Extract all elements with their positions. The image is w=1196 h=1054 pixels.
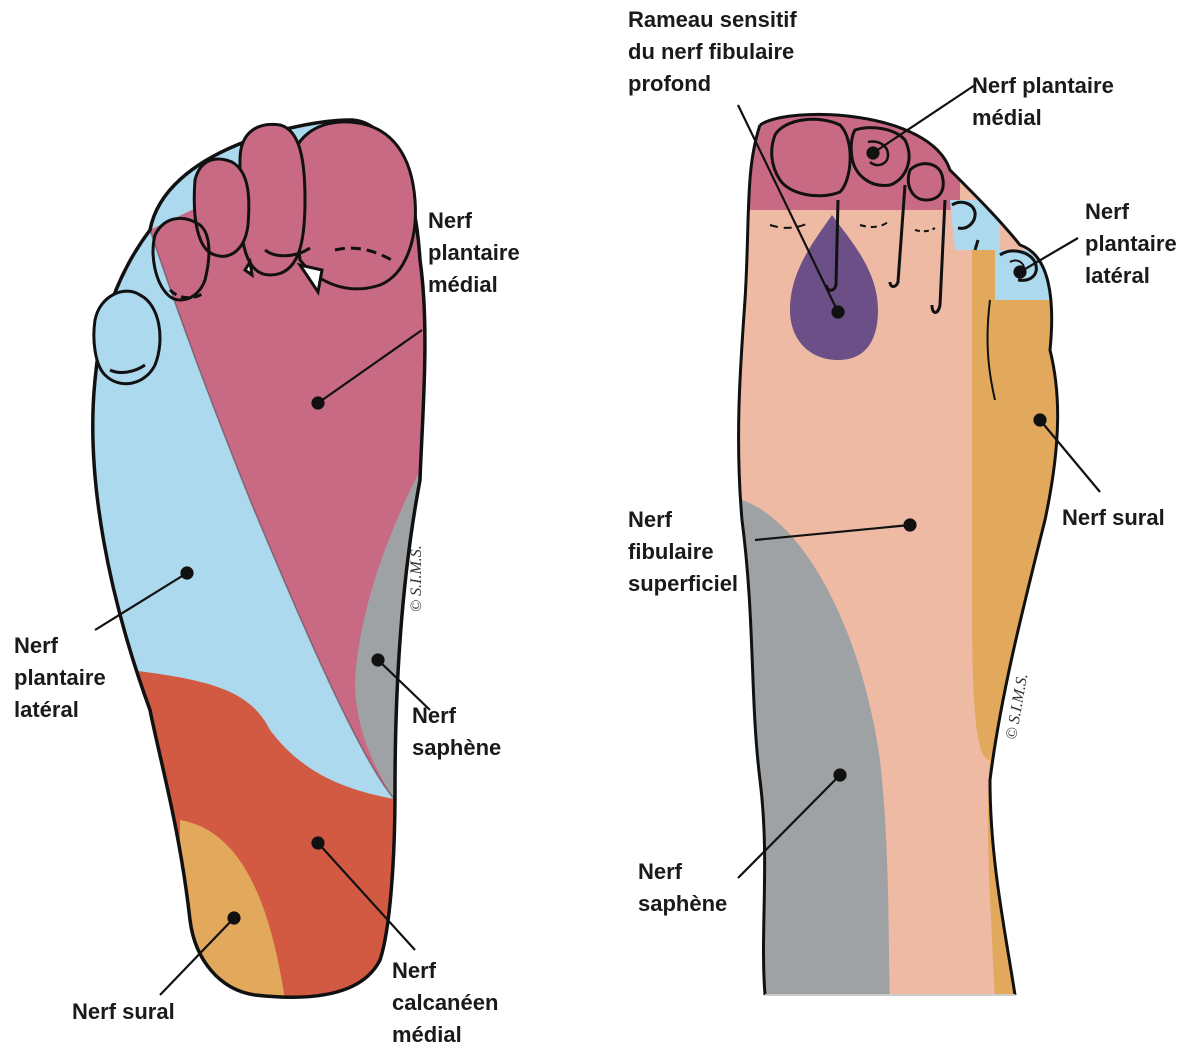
dot-saphenous-dorsal: [835, 770, 846, 781]
dot-sural: [229, 913, 240, 924]
label-plantar-medial-plantar: Nerf plantaire médial: [428, 205, 520, 301]
plantar-foot: [60, 100, 460, 1020]
label-dorsal-superficial-fibular: Nerf fibulaire superficiel: [628, 504, 738, 600]
label-plantar-saphenous: Nerf saphène: [412, 700, 501, 764]
label-dorsal-sural: Nerf sural: [1062, 502, 1165, 534]
label-plantar-lateral-plantar: Nerf plantaire latéral: [14, 630, 106, 726]
label-dorsal-lateral-plantar: Nerf plantaire latéral: [1085, 196, 1177, 292]
label-dorsal-saphenous: Nerf saphène: [638, 856, 727, 920]
dot-medial-plantar-dorsal: [868, 148, 879, 159]
lateral-plantar-dorsal-4th: [950, 200, 1000, 250]
dorsal-foot: [720, 100, 1080, 1000]
dot-lateral-plantar: [182, 568, 193, 579]
dot-deep-fibular: [833, 307, 844, 318]
dot-medial-plantar: [313, 398, 324, 409]
dot-saphenous: [373, 655, 384, 666]
dot-superficial-fibular: [905, 520, 916, 531]
copyright-plantar: © S.I.M.S.: [408, 545, 426, 612]
label-plantar-sural: Nerf sural: [72, 996, 175, 1028]
dot-sural-dorsal: [1035, 415, 1046, 426]
label-dorsal-medial-plantar: Nerf plantaire médial: [972, 70, 1114, 134]
label-dorsal-deep-fibular: Rameau sensitif du nerf fibulaire profon…: [628, 4, 797, 100]
label-plantar-medial-calcaneal: Nerf calcanéen médial: [392, 955, 498, 1051]
dot-lateral-plantar-dorsal: [1015, 267, 1026, 278]
dot-calcaneal: [313, 838, 324, 849]
